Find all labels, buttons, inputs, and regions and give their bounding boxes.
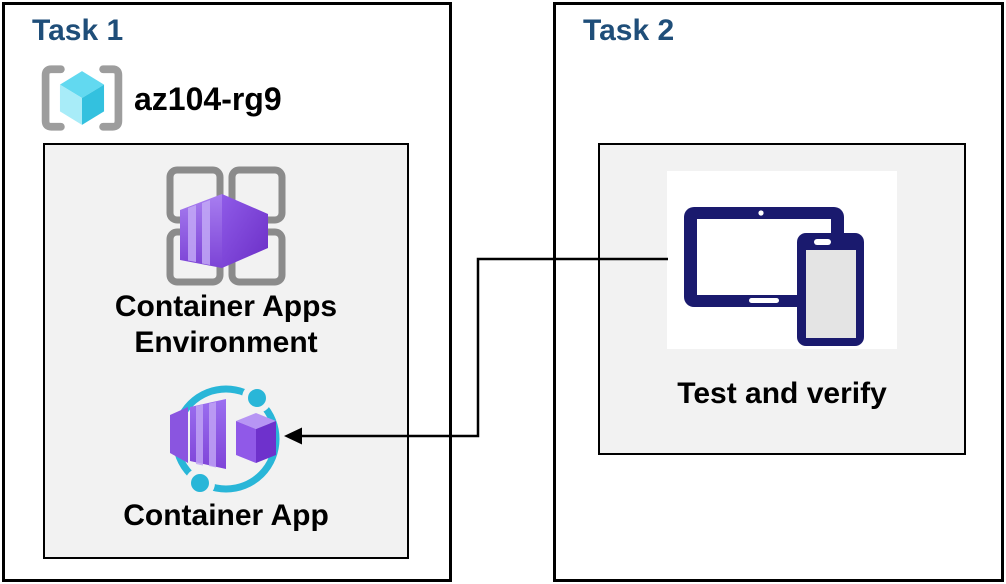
container-app-icon xyxy=(166,379,286,499)
container-app-label: Container App xyxy=(123,499,329,532)
container-apps-environment-label: Container Apps Environment xyxy=(114,290,338,359)
test-and-verify-label: Test and verify xyxy=(677,377,887,410)
resource-group-name: az104-rg9 xyxy=(134,81,282,117)
task1-title: Task 1 xyxy=(32,14,124,47)
container-apps-environment-box: Container Apps Environment xyxy=(43,143,409,559)
task2-title: Task 2 xyxy=(583,14,675,47)
tablet-phone-devices-icon xyxy=(667,171,897,349)
task2-box: Task 2 Test and verify xyxy=(553,2,1004,582)
devices-icon-background xyxy=(667,171,897,349)
resource-group-icon xyxy=(36,59,128,137)
test-and-verify-box: Test and verify xyxy=(598,143,966,455)
task1-box: Task 1 az104-rg9 xyxy=(2,2,452,582)
container-apps-environment-icon xyxy=(164,164,288,286)
